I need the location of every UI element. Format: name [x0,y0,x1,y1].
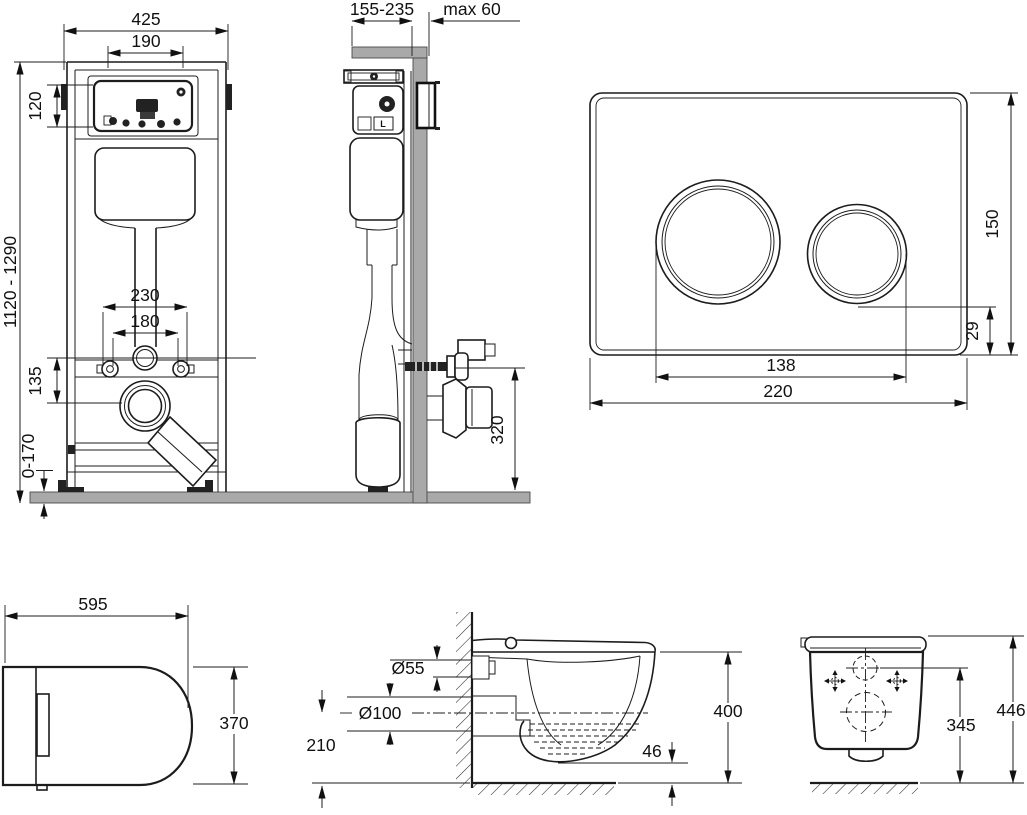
dim-plate-width: 220 [589,358,968,410]
dim-bowl-length: 595 [4,594,189,708]
outlet-step [472,695,531,737]
dim-axis-offset: 135 [25,357,256,404]
outlet-hole-dashed [846,692,886,732]
dim-text-axis-offset: 135 [25,366,45,395]
flush-valve-parts [103,87,186,128]
dim-text-plate-width: 220 [763,381,792,401]
inspection-window [87,75,199,137]
dim-plate-bottom-offset: 29 [858,306,996,356]
dim-fixing-span-outer: 230 [102,285,188,366]
bowl-top-outline [1,665,194,787]
dim-text-inlet-height: 345 [946,715,975,735]
dim-rim-height: 400 [618,651,748,784]
water-level-dashes [528,723,640,755]
wall-connections-side [405,339,496,439]
dim-frame-width: 425 [63,9,229,70]
rear-drain-stub [848,749,884,763]
frame-structure [58,61,232,492]
dim-text-plate-bottom-offset: 29 [962,321,982,340]
dim-fixing-span-inner: 180 [112,311,179,366]
toilet-profile [471,636,656,763]
toilet-side-view: Ø55 Ø100 210 46 400 [306,612,748,808]
floor-hatch [473,784,614,795]
dim-inlet-height: 345 [880,667,981,784]
bowl-outer-profile [519,650,656,763]
fixing-bolt-left [101,360,119,378]
dim-plate-height: 150 [960,92,1018,356]
dim-text-connection-height: 320 [487,415,507,444]
cistern-side: L [349,85,404,298]
dim-outlet-axis-height: 210 [306,690,470,808]
dim-text-plate-height: 150 [982,209,1002,238]
dim-text-frame-height: 1120 - 1290 [0,236,20,328]
top-mounting-rail [343,69,404,84]
rear-floor-hatch [812,784,918,794]
dim-text-fixing-span-inner: 180 [130,311,159,331]
dim-text-outlet-axis-height: 210 [306,735,335,755]
dim-frame-depth: 155-235 [350,0,414,56]
wall-hatch [456,612,472,788]
flush-button-small [806,203,908,305]
wall-section [412,57,428,504]
flush-bend-and-drain-side [355,297,413,488]
fixing-bolts [96,360,195,378]
flush-plate-housing-side [415,81,440,130]
dim-outlet-diameter: Ø100 [340,683,648,745]
dim-text-rim-height: 400 [713,701,742,721]
dim-text-frame-depth: 155-235 [350,0,414,19]
fixing-bolt-right [172,360,190,378]
dim-connection-height: 320 [455,367,525,491]
dim-inspection-height: 120 [25,84,93,128]
dim-text-button-span: 138 [766,355,795,375]
dim-text-inlet-diameter: Ø55 [391,658,424,678]
dim-text-bowl-width: 370 [219,713,248,733]
cistern-mark-label: L [380,119,386,129]
dim-button-span: 138 [655,242,907,383]
dim-text-outlet-diameter: Ø100 [359,703,402,723]
dim-clearance: 46 [558,741,688,806]
dim-bowl-width: 370 [193,666,255,785]
dim-text-inspection-height: 120 [25,91,45,120]
wall-bracket-right [226,84,232,110]
toilet-rear-view: 345 446 [800,635,1027,794]
dim-text-bowl-length: 595 [78,594,107,614]
cistern-tank-front [94,147,196,347]
installation-frame-front-view: 425 190 120 1120 - 1290 230 [0,9,256,519]
drain-circle [119,380,171,432]
dim-text-overall-height: 446 [996,700,1025,720]
ceiling-slab [351,46,428,59]
dim-text-frame-width: 425 [131,9,160,29]
dim-text-fixing-span-outer: 230 [130,285,159,305]
inlet-hole-dashed [852,655,878,681]
wall-bracket-left [61,84,67,110]
dim-frame-height: 1120 - 1290 [0,61,66,504]
dim-finished-wall: max 60 [428,0,520,56]
inlet-stub [471,655,490,680]
dim-opening-width: 190 [107,31,184,68]
drain-pot [355,416,401,488]
dim-foot-adjust: 0-170 [18,433,53,519]
frame-foot-left [58,480,84,492]
frame-foot-right [187,480,213,492]
seat-hinge-block [36,693,50,757]
floor-slab [29,491,531,504]
dim-text-clearance: 46 [642,741,661,761]
dim-text-foot-adjust: 0-170 [18,433,38,478]
flush-pipe-through-wall [405,362,450,371]
bowl-rear-outline [808,650,925,751]
dim-text-opening-width: 190 [131,31,160,51]
dim-inlet-diameter: Ø55 [390,645,472,692]
flush-plate-front-view: 150 29 138 220 [589,92,1018,410]
frame-clip [68,445,75,454]
drain-connector-bell [442,378,467,439]
flush-plate-body [589,92,968,356]
dim-text-finished-wall: max 60 [443,0,501,19]
installation-frame-side-view: L [343,0,525,504]
drain-outlet-front [119,380,218,488]
dim-overall-height: 446 [920,635,1027,784]
toilet-top-view: 595 370 [1,594,255,791]
seat-hinge [504,636,518,650]
